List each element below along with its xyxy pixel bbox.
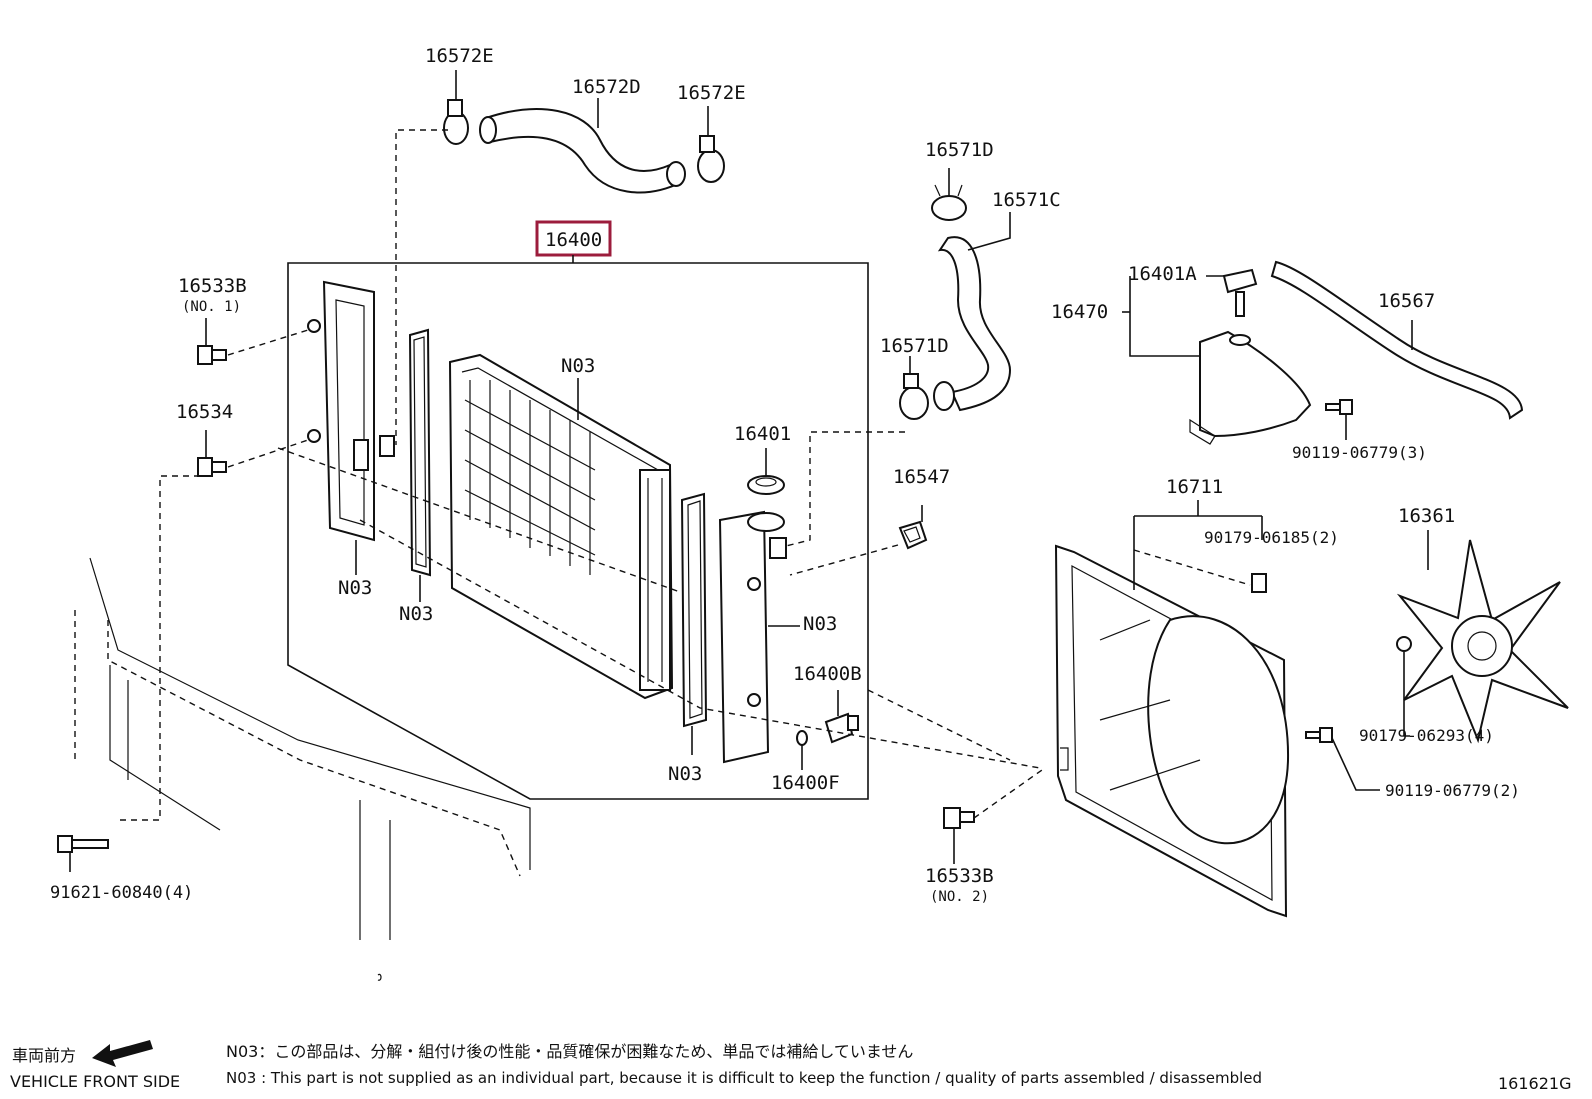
label-16567: 16567 bbox=[1378, 290, 1435, 312]
label-16534: 16534 bbox=[176, 401, 233, 423]
footnote-jp: N03：この部品は、分解・組付け後の性能・品質確保が困難なため、単品では補給して… bbox=[226, 1042, 913, 1061]
label-16400f: 16400F bbox=[771, 772, 840, 794]
clip-90179-06185-2[interactable] bbox=[1251, 573, 1267, 593]
lower-hose-16571c[interactable] bbox=[933, 236, 1012, 412]
vehicle-front-label-jp: 車両前方 bbox=[12, 1046, 76, 1065]
label-90179-06185-2: 90179-06185(2) bbox=[1204, 528, 1339, 547]
hose-clamp-16572e-right[interactable] bbox=[697, 135, 725, 183]
bracket-16547[interactable] bbox=[898, 520, 928, 550]
label-16571c: 16571C bbox=[992, 189, 1061, 211]
vehicle-front-label-en: VEHICLE FRONT SIDE bbox=[10, 1072, 180, 1091]
label-16533b-no1: 16533B bbox=[178, 275, 247, 297]
label-n03-left-seal: N03 bbox=[399, 603, 433, 625]
upper-hose-16572d[interactable] bbox=[479, 108, 686, 194]
radiator-right-seal[interactable] bbox=[680, 492, 708, 728]
label-90179-06293-4: 90179-06293(4) bbox=[1359, 726, 1494, 745]
bolt-90119-06779-3[interactable] bbox=[1325, 399, 1353, 415]
label-16533b-no2: 16533B bbox=[925, 865, 994, 887]
label-n03-right-tank: N03 bbox=[803, 613, 837, 635]
drain-plug-16400b[interactable] bbox=[824, 712, 859, 744]
vehicle-front-arrow-icon bbox=[92, 1040, 153, 1067]
radiator-cap-16401[interactable] bbox=[747, 475, 785, 495]
label-16572e-right: 16572E bbox=[677, 82, 746, 104]
label-90119-06779-3: 90119-06779(3) bbox=[1292, 443, 1427, 462]
label-n03-left-tank: N03 bbox=[338, 577, 372, 599]
label-91621-60840-4: 91621-60840(4) bbox=[50, 883, 193, 903]
nut-90179-06293-4[interactable] bbox=[1396, 636, 1412, 652]
radiator-left-tank[interactable] bbox=[307, 280, 395, 542]
label-16572d: 16572D bbox=[572, 76, 641, 98]
radiator-core[interactable] bbox=[448, 353, 674, 700]
label-16470: 16470 bbox=[1051, 301, 1108, 323]
label-16400b: 16400B bbox=[793, 663, 862, 685]
radiator-assembly-outline bbox=[287, 262, 869, 800]
label-16571d-top: 16571D bbox=[925, 139, 994, 161]
bolt-16534[interactable] bbox=[197, 457, 227, 477]
radiator-right-tank[interactable] bbox=[718, 510, 787, 764]
reservoir-tank-16470[interactable] bbox=[1189, 330, 1312, 445]
label-16547: 16547 bbox=[893, 466, 950, 488]
diagram-code: 161621G bbox=[1498, 1074, 1571, 1093]
reservoir-cap-16401a[interactable] bbox=[1222, 268, 1258, 317]
radiator-left-seal[interactable] bbox=[408, 328, 432, 577]
bolt-16533b-no2[interactable] bbox=[943, 807, 975, 829]
label-16572e-left: 16572E bbox=[425, 45, 494, 67]
o-ring-16400f[interactable] bbox=[796, 730, 808, 746]
label-16361: 16361 bbox=[1398, 505, 1455, 527]
fan-shroud-16711[interactable] bbox=[1054, 544, 1290, 918]
hose-clamp-16571d-bottom[interactable] bbox=[899, 373, 929, 420]
label-16400: 16400 bbox=[545, 229, 602, 251]
label-n03-right-seal: N03 bbox=[668, 763, 702, 785]
vehicle-body bbox=[74, 557, 531, 981]
label-16401a: 16401A bbox=[1128, 263, 1197, 285]
label-no1: (NO. 1) bbox=[182, 299, 241, 315]
cooling-fan-16361[interactable] bbox=[1396, 539, 1569, 744]
label-90119-06779-2: 90119-06779(2) bbox=[1385, 781, 1520, 800]
bolt-91621-60840-4[interactable] bbox=[57, 835, 109, 853]
label-no2: (NO. 2) bbox=[930, 889, 989, 905]
bolt-16533b-no1[interactable] bbox=[197, 345, 227, 365]
label-16401: 16401 bbox=[734, 423, 791, 445]
label-n03-core: N03 bbox=[561, 355, 595, 377]
label-16571d-bottom: 16571D bbox=[880, 335, 949, 357]
bolt-90119-06779-2[interactable] bbox=[1305, 727, 1333, 743]
hose-clamp-16572e-left[interactable] bbox=[443, 99, 469, 145]
label-16711: 16711 bbox=[1166, 476, 1223, 498]
overflow-hose-16567[interactable] bbox=[1270, 260, 1524, 420]
footnote-en: N03 : This part is not supplied as an in… bbox=[226, 1069, 1262, 1087]
